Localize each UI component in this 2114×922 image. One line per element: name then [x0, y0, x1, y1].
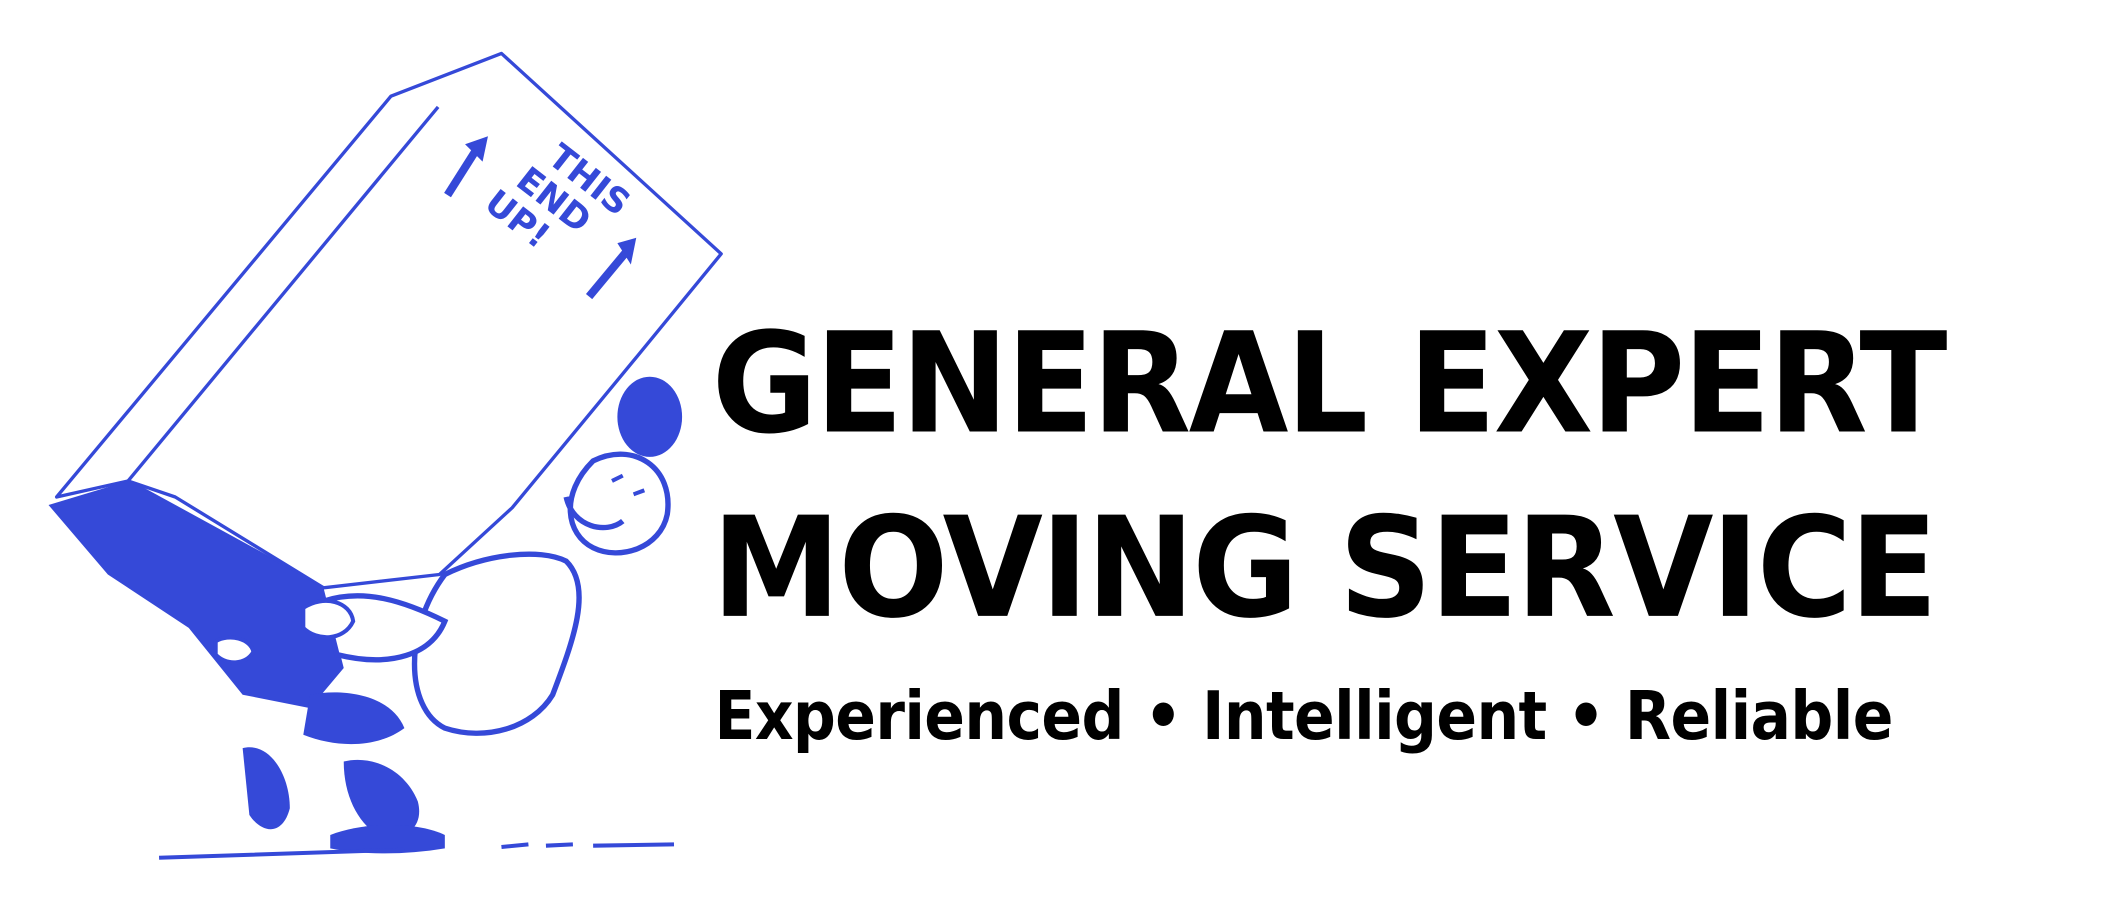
up-arrow-icon — [585, 237, 637, 300]
cap — [617, 376, 683, 457]
mover-legs — [242, 692, 445, 854]
mover-hands — [213, 598, 356, 665]
ground-line — [158, 842, 675, 860]
up-arrow-icon — [444, 136, 488, 198]
mover-carrying-box-illustration: THIS END UP! — [48, 51, 723, 860]
tagline: Experienced • Intelligent • Reliable — [714, 677, 1893, 755]
mover-head — [567, 451, 671, 556]
company-name-line1: GENERAL EXPERT — [711, 301, 1948, 465]
box-side-shadow — [48, 480, 344, 709]
company-name-line2: MOVING SERVICE — [711, 486, 1938, 650]
mover-body — [320, 551, 582, 736]
